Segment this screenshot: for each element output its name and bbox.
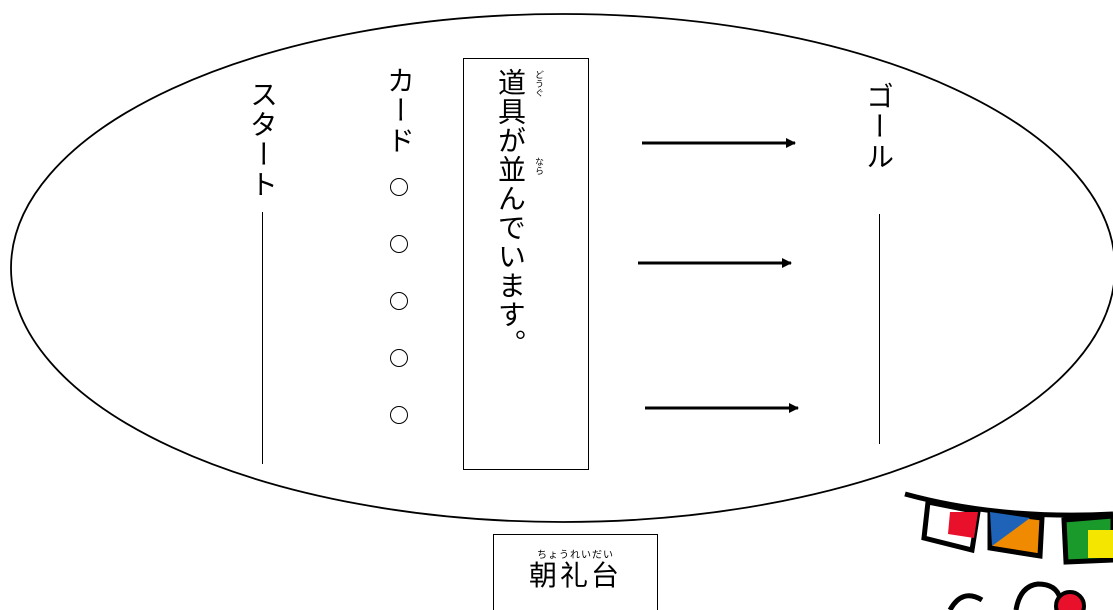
- goal-line: [879, 214, 880, 444]
- card-slot-circle: [390, 406, 408, 424]
- flag-bunting-decoration: [904, 491, 1113, 610]
- card-label: カード: [383, 66, 416, 156]
- platform-box: ちょうれいだい 朝礼台: [493, 534, 658, 610]
- start-label: スタート: [246, 80, 279, 200]
- card-slot-circle: [390, 292, 408, 310]
- card-slot-circle: [390, 235, 408, 253]
- start-line: [262, 212, 263, 464]
- flag-blue-orange-icon: [987, 509, 1045, 559]
- platform-label: 朝礼台: [528, 559, 622, 592]
- figure-partial-icon: [947, 581, 1086, 610]
- tools-box: [463, 58, 589, 470]
- platform-ruby: ちょうれいだい: [537, 550, 614, 561]
- tools-ruby-dougu: どうぐ: [533, 70, 543, 97]
- goal-label: ゴール: [862, 82, 895, 172]
- tools-text: 道具が並んでいます。: [494, 68, 527, 358]
- tools-ruby-nara: なら: [533, 157, 543, 175]
- card-slots: [384, 178, 414, 463]
- flag-green-yellow-icon: [1061, 513, 1113, 565]
- field-oval: [10, 13, 1113, 523]
- flag-red-white-icon: [921, 499, 981, 554]
- card-slot-circle: [390, 349, 408, 367]
- card-slot-circle: [390, 178, 408, 196]
